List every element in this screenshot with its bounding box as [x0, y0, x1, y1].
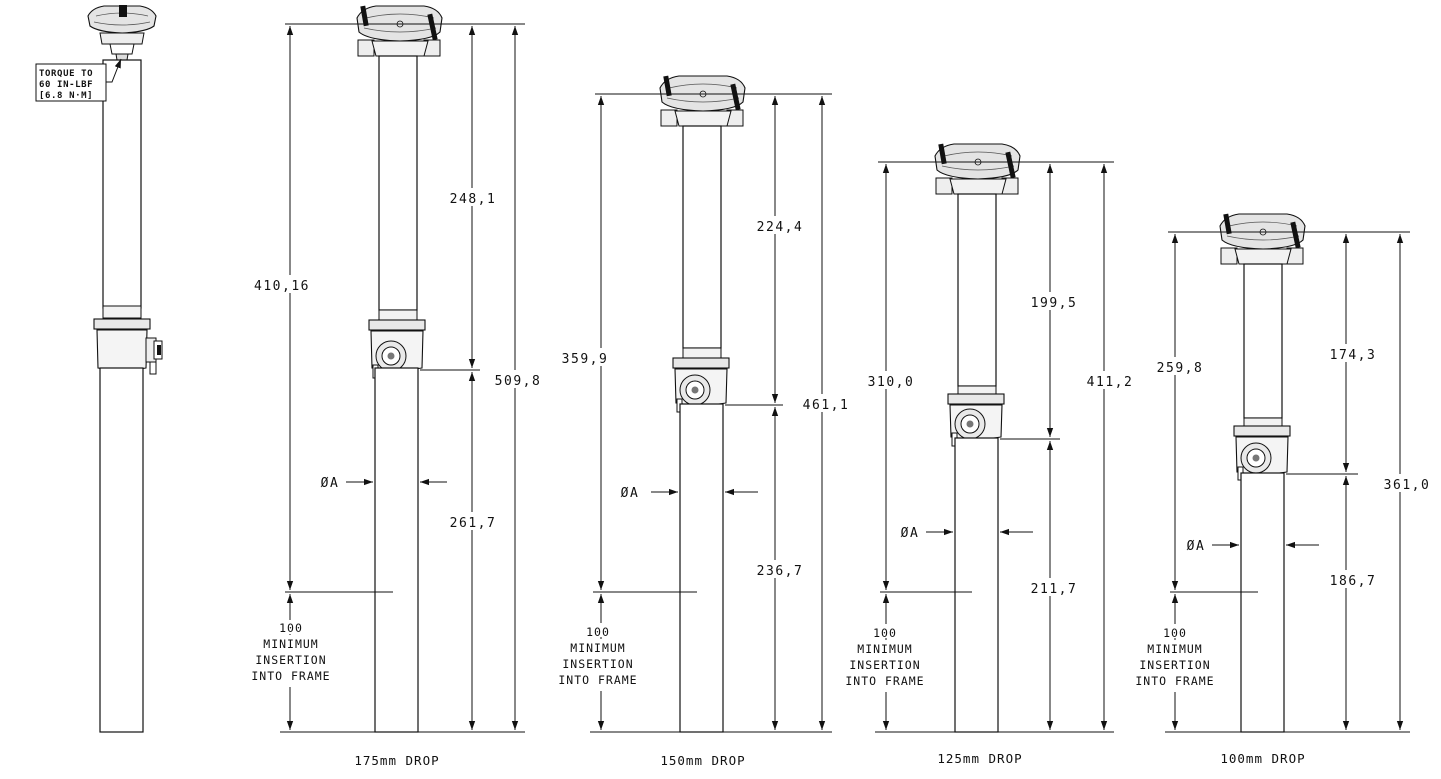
lower-length-125: 211,7: [1031, 582, 1078, 597]
upper-length-150: 224,4: [757, 220, 804, 235]
lower-length-150: 236,7: [757, 564, 804, 579]
torque-note-line2: 60 IN-LBF: [39, 80, 93, 90]
upper-length-175: 248,1: [450, 192, 497, 207]
clamp-head-125: [934, 143, 1021, 195]
insertion-line3-175: INTO FRAME: [251, 669, 330, 683]
insertion-line2-100: INSERTION: [1139, 658, 1210, 672]
reference-clamp-head: [87, 5, 157, 61]
post-100mm-drop: 259,8 174,3 186,7 361,0 ØA 100 MINIMUM I…: [1128, 213, 1438, 766]
diameter-label-100: ØA: [1187, 539, 1206, 554]
caption-150: 150mm DROP: [660, 753, 745, 768]
post-175mm-drop: 410,16 248,1 261,7 509,8 ØA 100 MINIMUM …: [244, 5, 542, 768]
insertion-value-100: 100: [1163, 626, 1187, 640]
remote-cable-port-icon: [145, 337, 163, 375]
upper-length-100: 174,3: [1330, 348, 1377, 363]
caption-175: 175mm DROP: [354, 753, 439, 768]
diameter-label-175: ØA: [321, 476, 340, 491]
post-125mm-drop: 310,0 199,5 211,7 411,2 ØA 100 MINIMUM I…: [839, 143, 1136, 766]
insertion-line2-150: INSERTION: [562, 657, 633, 671]
exposed-length-125: 310,0: [868, 375, 915, 390]
caption-100: 100mm DROP: [1220, 751, 1305, 766]
lower-length-100: 186,7: [1330, 574, 1377, 589]
insertion-value-150: 100: [586, 625, 610, 639]
clamp-head-100: [1219, 213, 1306, 265]
torque-note-line1: TORQUE TO: [39, 69, 93, 79]
insertion-line2-175: INSERTION: [255, 653, 326, 667]
diameter-label-150: ØA: [621, 486, 640, 501]
torque-note-line3: [6.8 N·M]: [39, 91, 93, 101]
upper-length-125: 199,5: [1031, 296, 1078, 311]
exposed-length-100: 259,8: [1157, 361, 1204, 376]
post-150mm-drop: 359,9 224,4 236,7 461,1 ØA 100 MINIMUM I…: [552, 75, 850, 768]
insertion-line1-175: MINIMUM: [263, 637, 318, 651]
clamp-head-175: [356, 5, 443, 57]
clamp-head-150: [659, 75, 746, 127]
exposed-length-175: 410,16: [254, 279, 310, 294]
insertion-line3-100: INTO FRAME: [1135, 674, 1214, 688]
insertion-value-125: 100: [873, 626, 897, 640]
insertion-line1-125: MINIMUM: [857, 642, 912, 656]
reference-post: TORQUE TO 60 IN-LBF [6.8 N·M]: [35, 5, 163, 733]
caption-125: 125mm DROP: [937, 751, 1022, 766]
insertion-line1-150: MINIMUM: [570, 641, 625, 655]
overall-length-125: 411,2: [1087, 375, 1134, 390]
overall-length-175: 509,8: [495, 374, 542, 389]
diameter-label-125: ØA: [901, 526, 920, 541]
insertion-line3-125: INTO FRAME: [845, 674, 924, 688]
insertion-value-175: 100: [279, 621, 303, 635]
clamp-bolt-icon: [119, 5, 127, 17]
overall-length-150: 461,1: [803, 398, 850, 413]
insertion-line1-100: MINIMUM: [1147, 642, 1202, 656]
lower-length-175: 261,7: [450, 516, 497, 531]
insertion-line2-125: INSERTION: [849, 658, 920, 672]
exposed-length-150: 359,9: [562, 352, 609, 367]
torque-note: TORQUE TO 60 IN-LBF [6.8 N·M]: [35, 58, 122, 102]
insertion-line3-150: INTO FRAME: [558, 673, 637, 687]
overall-length-100: 361,0: [1384, 478, 1431, 493]
